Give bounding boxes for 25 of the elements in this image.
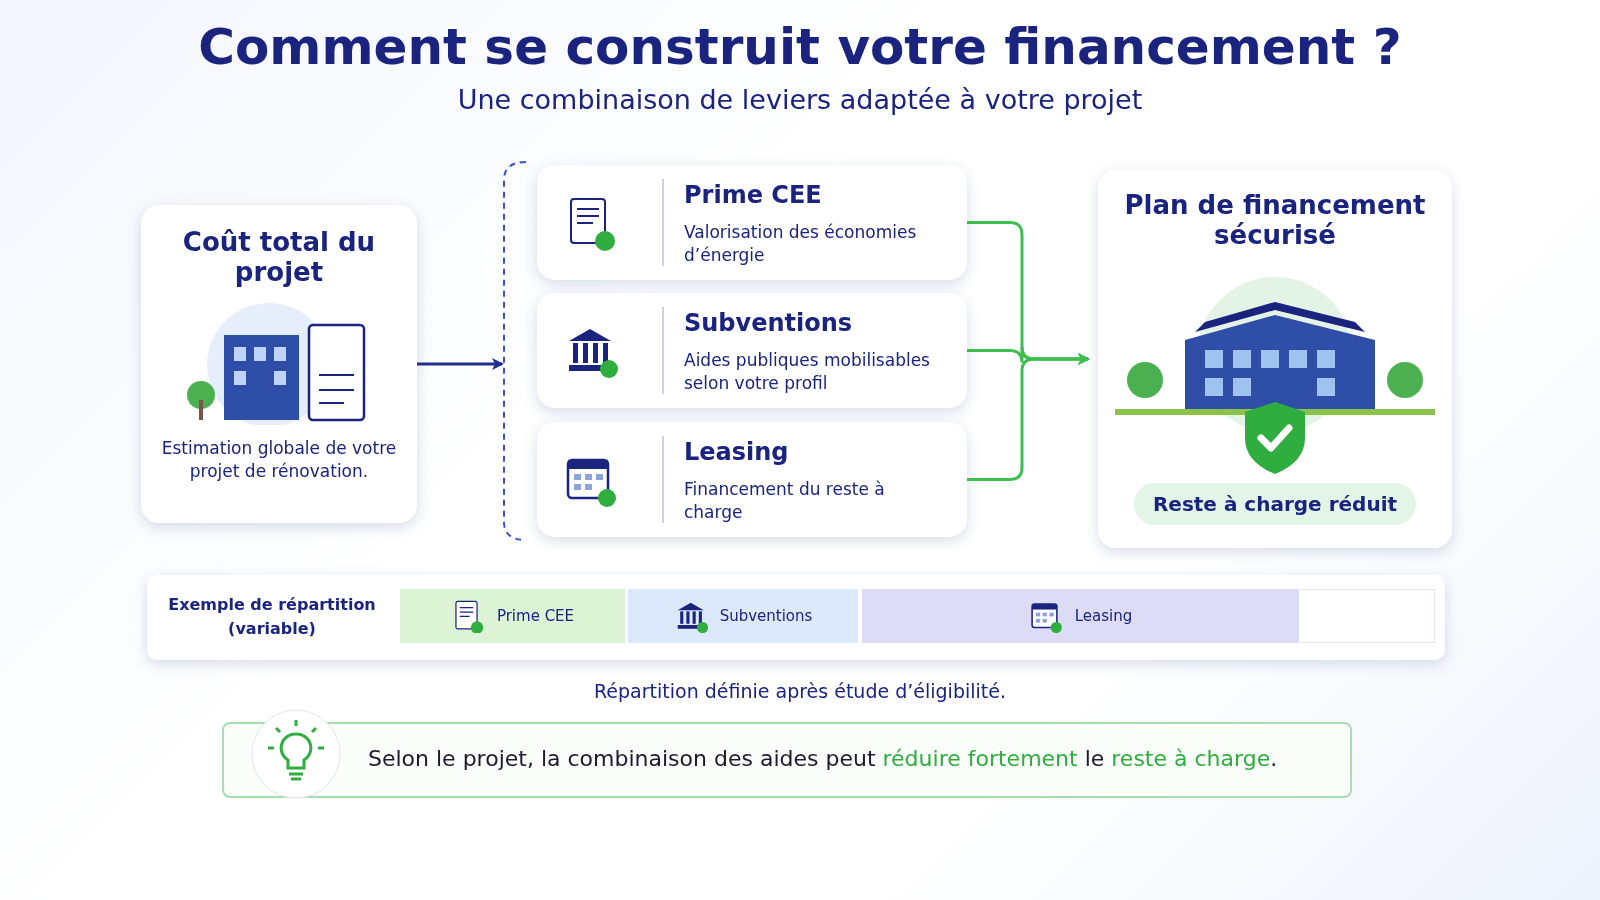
card-title: Subventions	[684, 309, 853, 337]
note-text: Répartition définie après étude d’éligibilité.	[593, 680, 1007, 702]
card-title: Plan de financement sécurisé	[1123, 190, 1427, 250]
highlight-text: Selon le projet, la combinaison des aides peut réduire fortement le reste à charge.	[368, 746, 1278, 771]
card-text: Financement du reste à charge	[684, 478, 886, 524]
title: Comment se construit votre financement ?	[197, 18, 1403, 76]
arrow	[417, 358, 504, 370]
arrow	[967, 353, 1090, 481]
segment-label: Subventions	[719, 607, 813, 625]
card-text: Estimation globale de votre projet de rénovation.	[160, 437, 398, 483]
result-badge: Reste à charge réduit	[1134, 483, 1416, 525]
card	[537, 422, 967, 537]
subtitle: Une combinaison de leviers adaptée à votre projet	[456, 84, 1144, 115]
card	[537, 165, 967, 280]
card	[1098, 170, 1452, 548]
card	[537, 293, 967, 408]
card	[141, 205, 417, 523]
card-title: Leasing	[684, 438, 789, 466]
card-title: Prime CEE	[684, 181, 822, 209]
segment-label: Prime CEE	[496, 607, 575, 625]
segment-label: Leasing	[1074, 607, 1133, 625]
card-title: Coût total du projet	[181, 227, 377, 287]
card-text: Valorisation des économies d’énergie	[684, 221, 918, 267]
card-text: Aides publiques mobilisables selon votre profil	[684, 349, 931, 395]
bar-label: Exemple de répartition (variable)	[167, 594, 377, 640]
